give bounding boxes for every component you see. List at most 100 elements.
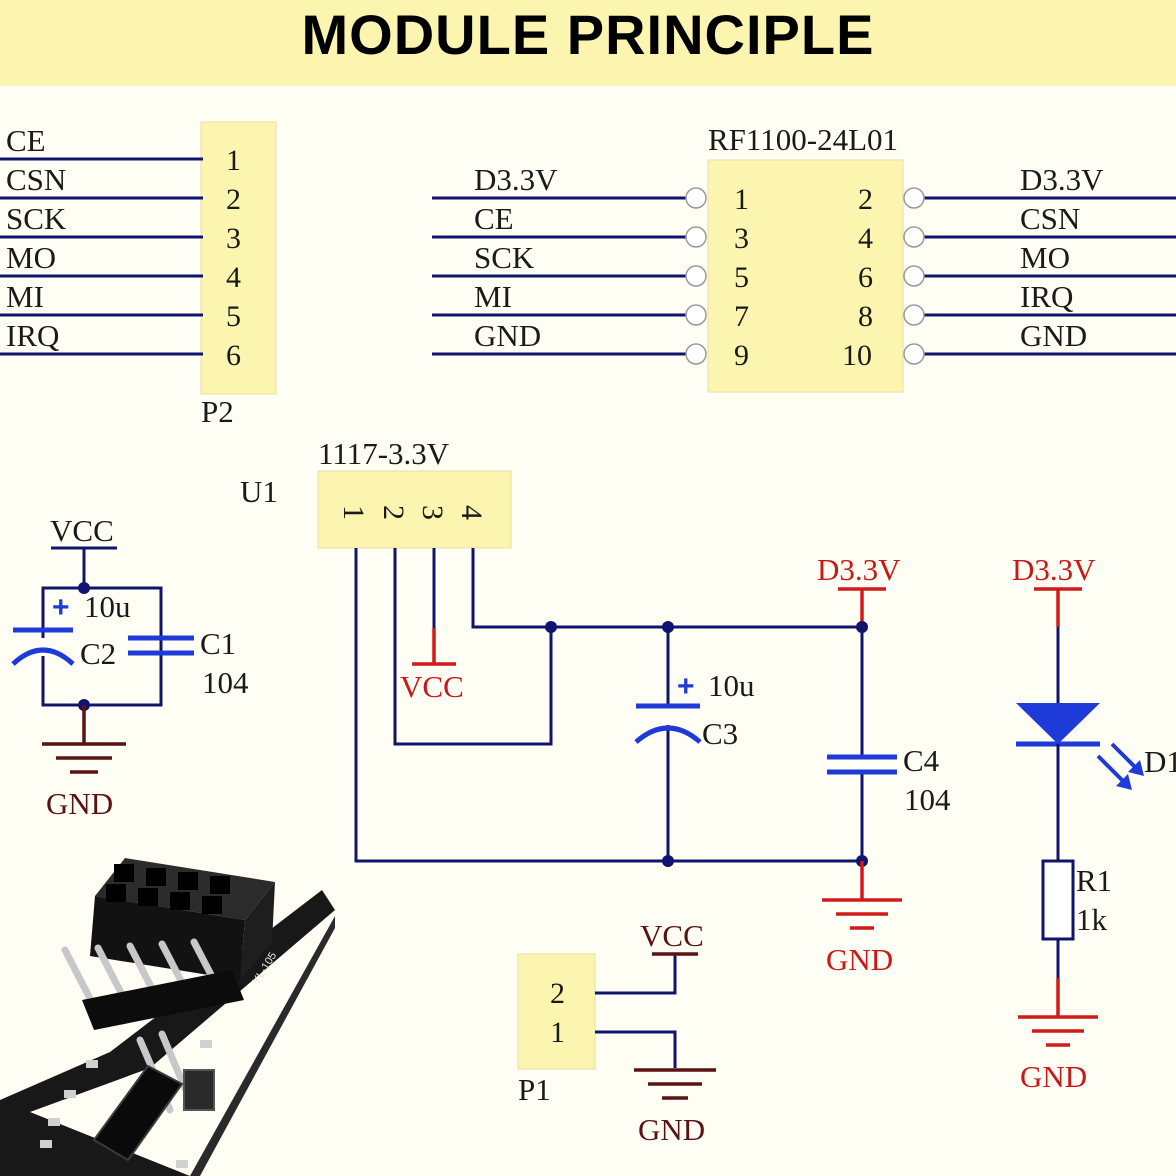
p1-ref: P1 <box>518 1072 551 1107</box>
led-ref: D1 <box>1144 744 1176 779</box>
jumper-block <box>183 1069 215 1111</box>
header-socket <box>170 892 190 910</box>
c2-plus-sign: + <box>52 591 70 624</box>
c3-plate-curved <box>634 725 702 744</box>
capacitor-c3: + 10u C3 <box>634 627 755 867</box>
rf-right-signal: GND <box>1020 318 1087 353</box>
p1-gnd-wire <box>595 1030 677 1068</box>
header-socket <box>210 876 230 894</box>
rf-right-signal: CSN <box>1020 201 1080 236</box>
rf-left-pin: 1 <box>734 183 749 216</box>
p1-pin-number: 2 <box>550 977 565 1010</box>
r1-ref: R1 <box>1076 863 1112 898</box>
rf-left-pin: 7 <box>734 300 749 333</box>
u1-ref-label: U1 <box>240 474 278 509</box>
output-wire <box>471 548 862 629</box>
rf-right-pin: 4 <box>858 222 873 255</box>
vcc-label: VCC <box>50 513 114 548</box>
cap-loop <box>41 586 163 707</box>
p2-body <box>200 121 277 395</box>
d33v-label: D3.3V <box>817 552 901 587</box>
regulator-u1: 1117-3.3V U1 1 2 3 4 VCC <box>240 436 862 863</box>
c2-value: 10u <box>84 589 131 624</box>
regulator-chip <box>92 1064 184 1162</box>
ground-return-wire <box>354 548 862 863</box>
p1-connector: 2 1 P1 VCC GND <box>517 918 716 1147</box>
u1-pin-number: 4 <box>455 505 488 520</box>
rf-right-pin: 8 <box>858 300 873 333</box>
c2-ref: C2 <box>80 636 116 671</box>
rf-right-signal: D3.3V <box>1020 162 1104 197</box>
rf-part-label: RF1100-24L01 <box>708 122 898 157</box>
u1-pin-number: 2 <box>377 505 410 520</box>
c3-value: 10u <box>708 668 755 703</box>
c4-value: 104 <box>904 782 951 817</box>
header-socket <box>138 888 158 906</box>
capacitor-c4: D3.3V C4 104 GND <box>817 552 951 977</box>
smd-part <box>200 1040 212 1048</box>
gnd-label: GND <box>1020 1059 1087 1094</box>
rf-module: RF1100-24L01 D3.3V CE SCK MI G <box>432 122 1176 393</box>
u1-body <box>317 470 512 549</box>
smd-part <box>64 1090 76 1098</box>
rf-pin-circle <box>903 226 925 248</box>
p2-pin-number: 1 <box>226 144 241 177</box>
r1-value: 1k <box>1076 902 1108 937</box>
header-socket <box>146 868 166 886</box>
schematic-canvas: CE CSN SCK MO MI IRQ 1 2 3 4 5 6 P2 RF11… <box>0 86 1176 1176</box>
c3-ref: C3 <box>702 716 738 751</box>
led-arrowhead-1 <box>1116 774 1132 790</box>
smd-part <box>40 1140 52 1148</box>
rf-body <box>707 159 904 393</box>
junction-dot <box>662 855 674 867</box>
d33v-label: D3.3V <box>1012 552 1096 587</box>
c1-value: 104 <box>202 665 249 700</box>
p1-vcc-wire <box>595 954 677 995</box>
smd-part <box>86 1060 98 1068</box>
p2-pin-number: 4 <box>226 261 241 294</box>
rf-left-signal: D3.3V <box>474 162 558 197</box>
rf-left-signal: MI <box>474 279 512 314</box>
p2-pin-number: 2 <box>226 183 241 216</box>
led-triangle <box>1016 703 1100 744</box>
u1-pin-number: 1 <box>337 505 370 520</box>
u1-part-label: 1117-3.3V <box>318 436 450 471</box>
pin2-wire <box>393 548 553 746</box>
title-bar: MODULE PRINCIPLE <box>0 0 1176 86</box>
smd-part <box>176 1160 188 1168</box>
c4-ref: C4 <box>903 743 940 778</box>
header-side <box>240 882 275 980</box>
input-capacitors: VCC + 10u C2 C1 104 GND <box>11 513 249 821</box>
gnd-label: GND <box>46 786 113 821</box>
rf-pin-circle <box>685 265 707 287</box>
p2-signal-label: CE <box>6 123 46 158</box>
pin-strip <box>82 970 244 1030</box>
rf-right-pin: 2 <box>858 183 873 216</box>
rf-left-signal: CE <box>474 201 514 236</box>
module-photo: YL-105 <box>0 858 335 1176</box>
rf-left-pin: 3 <box>734 222 749 255</box>
resistor-r1 <box>1041 859 1075 941</box>
p2-signal-label: IRQ <box>6 318 59 353</box>
c1-ref: C1 <box>200 626 236 661</box>
p2-signal-label: MO <box>6 240 56 275</box>
p2-connector: CE CSN SCK MO MI IRQ 1 2 3 4 5 6 P2 <box>0 121 277 429</box>
rf-left-pin: 9 <box>734 339 749 372</box>
p2-signal-label: MI <box>6 279 44 314</box>
rf-pin-circle <box>903 187 925 209</box>
schematic-diagram: CE CSN SCK MO MI IRQ 1 2 3 4 5 6 P2 RF11… <box>0 121 1176 1176</box>
header-socket <box>114 864 134 882</box>
p2-pin-number: 6 <box>226 339 241 372</box>
page-title: MODULE PRINCIPLE <box>301 3 875 66</box>
rf-right-signal: MO <box>1020 240 1070 275</box>
p1-pin-number: 1 <box>550 1016 565 1049</box>
junction-dot <box>545 621 557 633</box>
rf-pin-circle <box>685 226 707 248</box>
p2-signal-label: SCK <box>6 201 67 236</box>
vcc-label: VCC <box>400 669 464 704</box>
led-indicator: D3.3V D1 R1 1k GND <box>1012 552 1176 1094</box>
rf-left-pin: 5 <box>734 261 749 294</box>
rf-pin-circle <box>685 343 707 365</box>
pcb-edge <box>0 916 335 1176</box>
gnd-label: GND <box>826 942 893 977</box>
